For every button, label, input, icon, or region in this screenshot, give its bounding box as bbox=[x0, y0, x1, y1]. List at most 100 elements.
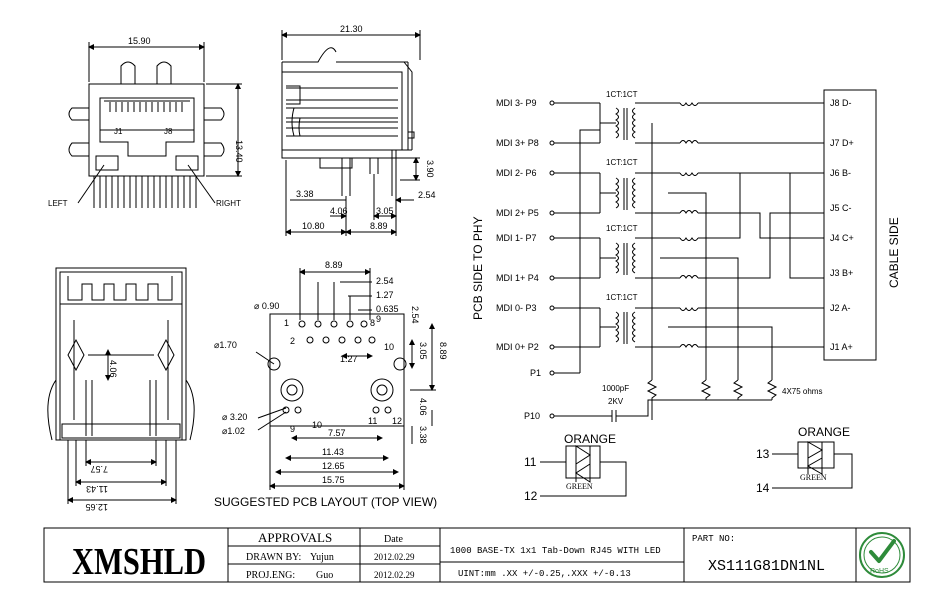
rohs-badge: RoHS bbox=[859, 532, 905, 578]
side-dim-889: 8.89 bbox=[370, 221, 388, 231]
pcb-pin-2: 2 bbox=[290, 336, 295, 346]
pcb-dim-1575: 15.75 bbox=[322, 475, 345, 485]
svg-text:XMSHLD: XMSHLD bbox=[72, 541, 206, 583]
side-dim-254: 2.54 bbox=[418, 190, 436, 200]
pcb-pin-10b: 10 bbox=[312, 420, 322, 430]
left-pin-label: P10 bbox=[524, 411, 540, 421]
left-pin-label: MDI 3- P9 bbox=[496, 98, 537, 108]
led2-pin-a: 13 bbox=[756, 447, 770, 461]
right-pin-label: J5 C- bbox=[830, 203, 852, 213]
right-pin-label: J2 A- bbox=[830, 303, 851, 313]
left-pin-label: MDI 0- P3 bbox=[496, 303, 537, 313]
pcb-dia-102: ⌀1.02 bbox=[222, 426, 245, 436]
pcb-layout bbox=[255, 268, 436, 490]
front-width-dim: 15.90 bbox=[128, 36, 151, 46]
pcb-dim-406: 4.06 bbox=[418, 398, 428, 416]
proj-eng-value: Guo bbox=[316, 570, 333, 581]
proj-eng-label: PROJ.ENG: bbox=[246, 570, 295, 581]
bottom-view bbox=[47, 267, 195, 504]
right-pin-label: J1 A+ bbox=[830, 342, 853, 352]
pcb-dim-757: 7.57 bbox=[328, 428, 346, 438]
front-height-dim: 13.40 bbox=[234, 140, 244, 163]
left-pin-label: MDI 1+ P4 bbox=[496, 273, 539, 283]
front-j1-label: J1 bbox=[114, 127, 123, 136]
right-pin-label: J7 D+ bbox=[830, 138, 854, 148]
right-pin-label: J3 B+ bbox=[830, 268, 853, 278]
right-pin-label: J6 B- bbox=[830, 168, 851, 178]
front-j8-label: J8 bbox=[164, 127, 173, 136]
pcb-dia-320: ⌀ 3.20 bbox=[222, 412, 247, 422]
transformer-ratio: 1CT:1CT bbox=[606, 293, 638, 302]
left-pin-label: MDI 2- P6 bbox=[496, 168, 537, 178]
led2-green: GREEN bbox=[800, 473, 827, 482]
led1-color: ORANGE bbox=[564, 432, 616, 446]
side-view bbox=[281, 30, 421, 236]
pcb-dim-889: 8.89 bbox=[325, 260, 343, 270]
pcb-side-label: PCB SIDE TO PHY bbox=[471, 216, 485, 320]
pcb-dim-254a: 2.54 bbox=[376, 276, 394, 286]
cable-side-label: CABLE SIDE bbox=[887, 217, 901, 288]
svg-text:RoHS: RoHS bbox=[870, 568, 889, 575]
schematic bbox=[540, 89, 877, 497]
pcb-dia-090: ⌀ 0.90 bbox=[254, 301, 279, 311]
resistor-value: 4X75 ohms bbox=[782, 387, 822, 396]
side-dim-338: 3.38 bbox=[296, 189, 314, 199]
part-no-label: PART NO: bbox=[692, 534, 735, 544]
pcb-caption: SUGGESTED PCB LAYOUT (TOP VIEW) bbox=[214, 495, 437, 509]
pcb-dim-1143: 11.43 bbox=[322, 447, 344, 457]
pcb-dim-889v: 8.89 bbox=[438, 342, 448, 360]
front-right-label: RIGHT bbox=[216, 199, 241, 208]
drawn-by-value: Yujun bbox=[310, 552, 334, 563]
approvals-header: APPROVALS bbox=[258, 530, 332, 545]
pcb-pin-12: 12 bbox=[392, 416, 402, 426]
side-length-dim: 21.30 bbox=[340, 24, 363, 34]
date-header: Date bbox=[384, 534, 403, 545]
pcb-dim-127b: 1.27 bbox=[340, 354, 358, 364]
left-pin-label: MDI 3+ P8 bbox=[496, 138, 539, 148]
pcb-dim-305: 3.05 bbox=[418, 342, 428, 360]
front-view bbox=[68, 42, 242, 208]
title-block bbox=[43, 527, 911, 583]
product-description: 1000 BASE-TX 1x1 Tab-Down RJ45 WITH LED bbox=[450, 546, 661, 556]
right-pin-label: J4 C+ bbox=[830, 233, 854, 243]
pcb-dim-0635: 0.635 bbox=[376, 304, 399, 314]
led1-pin-b: 12 bbox=[524, 489, 538, 503]
bottom-dim-406: 4.06 bbox=[108, 360, 118, 378]
unit-tolerance: UINT:mm .XX +/-0.25,.XXX +/-0.13 bbox=[458, 569, 631, 579]
right-pin-label: J8 D- bbox=[830, 98, 852, 108]
led1-pin-a: 11 bbox=[524, 455, 537, 469]
company-logo: XMSHLD bbox=[72, 541, 206, 583]
capacitor-voltage: 2KV bbox=[608, 397, 624, 406]
led2-pin-b: 14 bbox=[756, 481, 770, 495]
pcb-pin-9a: 9 bbox=[376, 314, 381, 324]
side-dim-1080: 10.80 bbox=[302, 221, 325, 231]
left-pin-label: P1 bbox=[530, 368, 541, 378]
pcb-dim-338: 3.38 bbox=[418, 426, 428, 444]
pcb-pin-1: 1 bbox=[284, 318, 289, 328]
bottom-dim-757: 7.57 bbox=[90, 464, 108, 474]
led1-green: GREEN bbox=[566, 482, 593, 491]
drawn-date: 2012.02.29 bbox=[374, 552, 415, 562]
proj-date: 2012.02.29 bbox=[374, 570, 415, 580]
side-dim-390: 3.90 bbox=[425, 160, 435, 178]
left-pin-label: MDI 1- P7 bbox=[496, 233, 537, 243]
pcb-dim-127a: 1.27 bbox=[376, 290, 394, 300]
pcb-pin-8: 8 bbox=[370, 318, 375, 328]
transformer-ratio: 1CT:1CT bbox=[606, 224, 638, 233]
pcb-dim-254b: 2.54 bbox=[410, 306, 420, 324]
drawn-by-label: DRAWN BY: bbox=[246, 552, 301, 563]
bottom-dim-1143: 11.43 bbox=[86, 484, 108, 494]
front-left-label: LEFT bbox=[48, 199, 68, 208]
left-pin-label: MDI 0+ P2 bbox=[496, 342, 539, 352]
pcb-dim-1265: 12.65 bbox=[322, 461, 345, 471]
side-dim-406: 4.06 bbox=[330, 206, 348, 216]
led2-color: ORANGE bbox=[798, 425, 850, 439]
transformer-ratio: 1CT:1CT bbox=[606, 90, 638, 99]
capacitor-value: 1000pF bbox=[602, 384, 629, 393]
part-number: XS111G81DN1NL bbox=[708, 558, 825, 575]
left-pin-label: MDI 2+ P5 bbox=[496, 208, 539, 218]
pcb-pin-10a: 10 bbox=[384, 342, 394, 352]
pcb-pin-9b: 9 bbox=[290, 424, 295, 434]
pcb-dia-170: ⌀1.70 bbox=[214, 340, 237, 350]
